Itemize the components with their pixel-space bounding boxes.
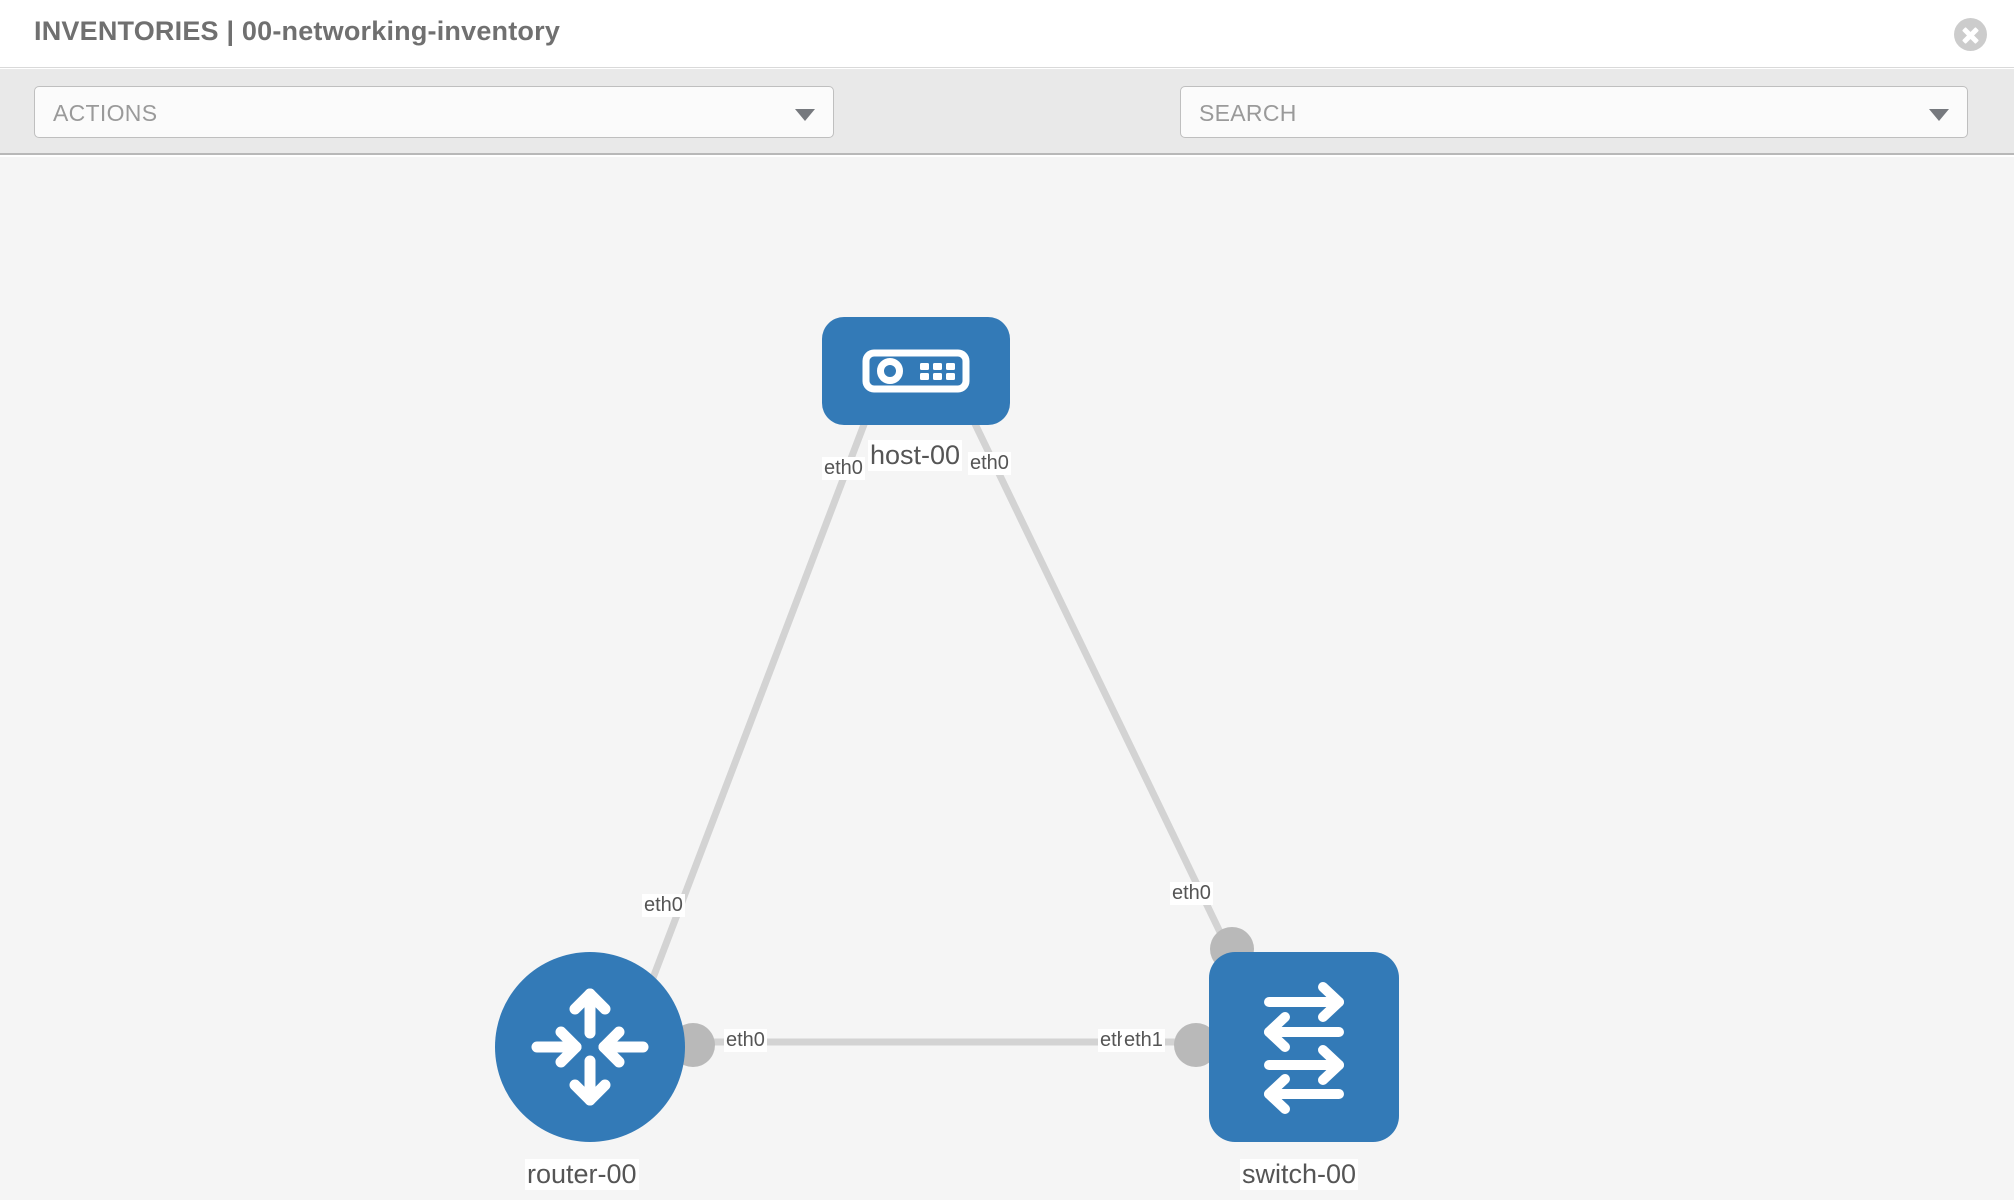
- chevron-down-icon: [1929, 109, 1949, 121]
- page-title: INVENTORIES | 00-networking-inventory: [34, 16, 561, 46]
- server-icon: [862, 349, 970, 393]
- iface-label-host-right: eth0: [968, 452, 1011, 475]
- actions-dropdown-label: ACTIONS: [53, 100, 158, 126]
- node-switch-00[interactable]: [1209, 952, 1399, 1142]
- node-switch-00-label: switch-00: [1240, 1159, 1359, 1190]
- topology-canvas[interactable]: host-00 eth0 eth0 router-00 eth0 eth0: [0, 157, 2014, 1200]
- node-host-00-shape: [822, 317, 1010, 425]
- node-router-00-label: router-00: [525, 1159, 639, 1190]
- router-arrows-icon: [531, 988, 649, 1106]
- close-icon[interactable]: [1954, 18, 1987, 51]
- iface-label-switch-up: eth0: [1170, 882, 1213, 905]
- topology-links: [636, 325, 1254, 1067]
- search-input[interactable]: SEARCH: [1180, 86, 1968, 138]
- chevron-down-icon: [795, 109, 815, 121]
- node-router-00[interactable]: [495, 952, 685, 1142]
- toolbar: ACTIONS SEARCH: [0, 69, 2014, 194]
- iface-label-switch-left-overlap: eth: [1098, 1029, 1130, 1052]
- iface-label-host-left: eth0: [822, 457, 865, 480]
- switch-arrows-icon: [1264, 982, 1344, 1114]
- iface-label-switch-left: eth1: [1122, 1029, 1165, 1052]
- node-router-00-shape: [495, 952, 685, 1142]
- actions-dropdown[interactable]: ACTIONS: [34, 86, 834, 138]
- connector-switch-left: [1174, 1023, 1218, 1067]
- node-host-00[interactable]: [822, 317, 1010, 425]
- node-switch-00-shape: [1209, 952, 1399, 1142]
- search-placeholder: SEARCH: [1199, 100, 1297, 126]
- node-host-00-label: host-00: [868, 440, 963, 471]
- iface-label-router-right: eth0: [724, 1029, 767, 1052]
- page-header: INVENTORIES | 00-networking-inventory: [0, 0, 2014, 68]
- iface-label-router-up: eth0: [642, 894, 685, 917]
